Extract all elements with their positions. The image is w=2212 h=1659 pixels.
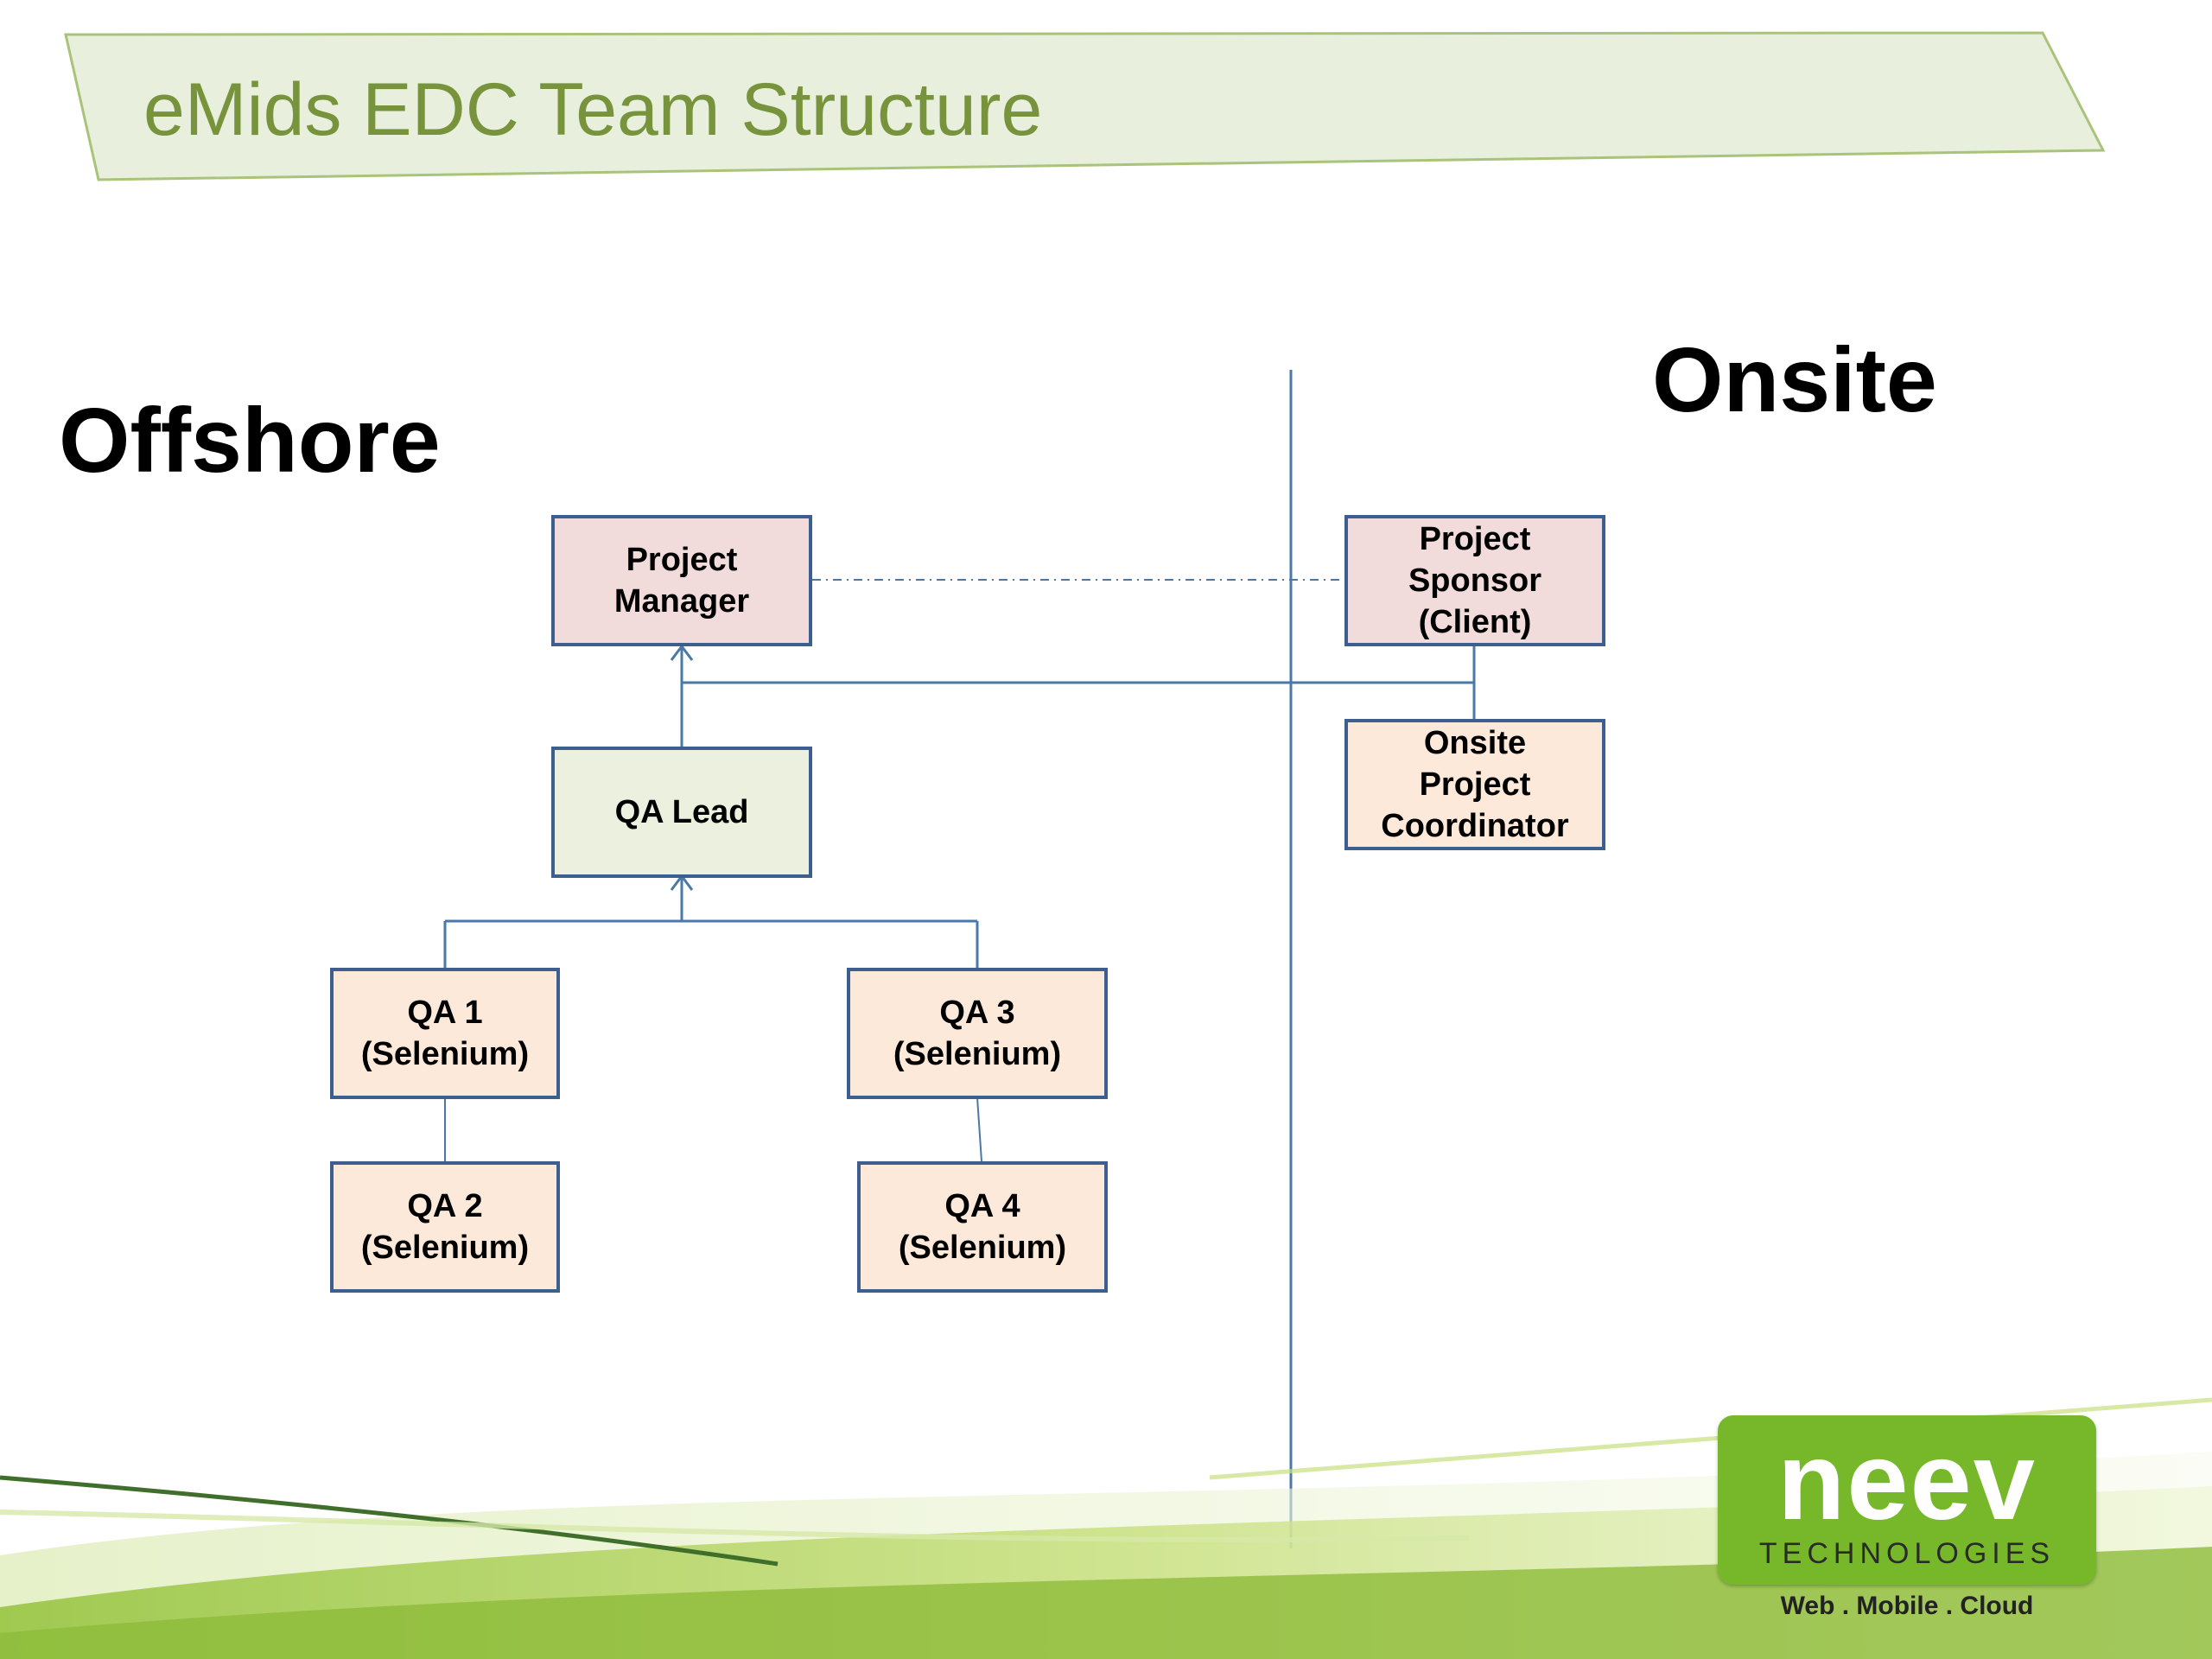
qa3-qa4-link xyxy=(976,1096,982,1162)
neev-logo: neev TECHNOLOGIES xyxy=(1718,1415,2096,1585)
slide-title: eMids EDC Team Structure xyxy=(143,68,1043,151)
title-banner xyxy=(64,31,2106,181)
node-project-sponsor: Project Sponsor (Client) xyxy=(1344,515,1605,646)
offshore-label: Offshore xyxy=(59,390,441,492)
logo-subtitle: TECHNOLOGIES xyxy=(1758,1536,2056,1570)
logo-wordmark: neev xyxy=(1777,1419,2037,1543)
logo-tagline: Web . Mobile . Cloud xyxy=(1780,1592,2034,1620)
node-qa4: QA 4 (Selenium) xyxy=(857,1161,1108,1293)
node-project-manager: Project Manager xyxy=(551,515,812,646)
footer-swoosh-decoration xyxy=(0,1397,2212,1659)
pm-arrowhead xyxy=(670,644,694,661)
node-qa1: QA 1 (Selenium) xyxy=(330,968,560,1099)
node-qa2: QA 2 (Selenium) xyxy=(330,1161,560,1293)
node-onsite-coordinator: Onsite Project Coordinator xyxy=(1344,719,1605,850)
onsite-label: Onsite xyxy=(1652,329,1937,431)
node-qa-lead: QA Lead xyxy=(551,747,812,878)
node-qa3: QA 3 (Selenium) xyxy=(847,968,1108,1099)
